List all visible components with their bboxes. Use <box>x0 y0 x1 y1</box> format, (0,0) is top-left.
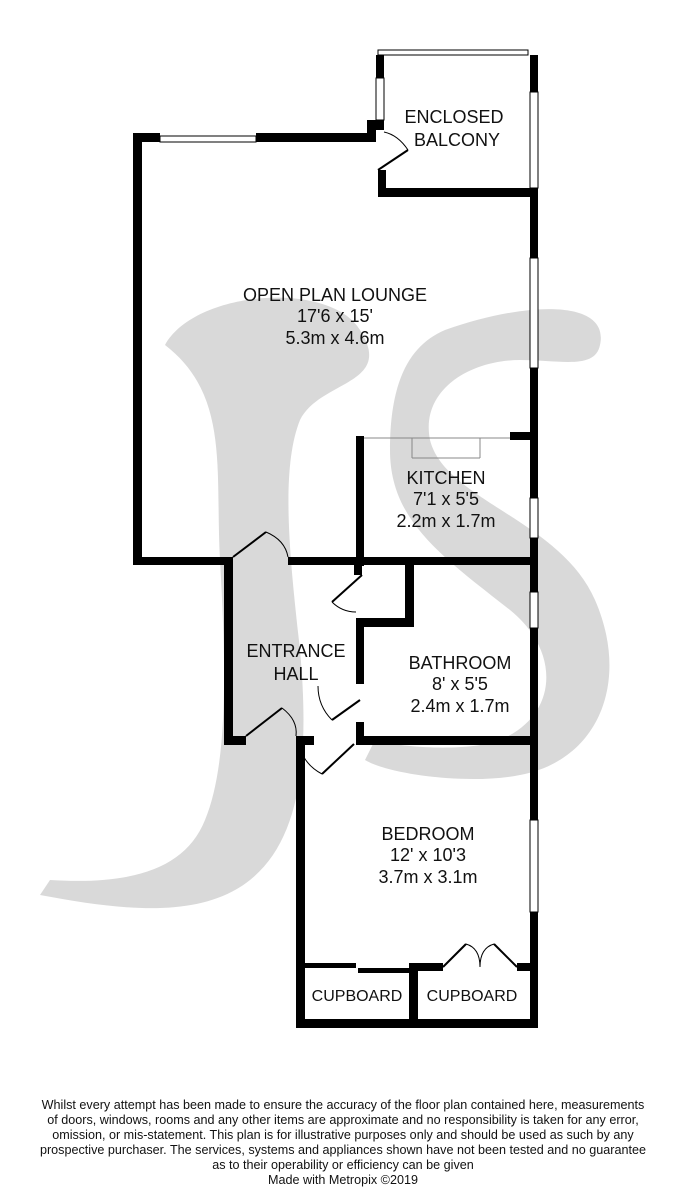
cupboard-divider <box>409 963 418 1023</box>
lounge-wall-top-left <box>133 133 160 142</box>
cupboard-left-top-b <box>358 968 410 973</box>
bedroom-wall-bottom <box>296 1019 538 1028</box>
disclaimer: Whilst every attempt has been made to en… <box>6 1098 680 1188</box>
hall-label-line1: ENTRANCE <box>246 641 345 661</box>
floor-plan: ENCLOSED BALCONY OPEN PLAN LOUNGE 17'6 x… <box>40 49 610 1028</box>
wall-right-1 <box>530 188 538 258</box>
hall-label-line2: HALL <box>273 664 318 684</box>
lounge-name: OPEN PLAN LOUNGE <box>243 285 427 305</box>
bathroom-name: BATHROOM <box>409 653 512 673</box>
cupboard-right-top-left <box>409 963 443 971</box>
bathroom-nib-vertical <box>405 565 414 627</box>
bathroom-wall-left-lower <box>356 722 364 744</box>
disclaimer-line: of doors, windows, rooms and any other i… <box>47 1113 639 1127</box>
kitchen-window-right <box>529 497 539 539</box>
lounge-wall-top-right <box>256 133 376 142</box>
walls <box>133 55 538 1028</box>
doors <box>232 131 518 968</box>
balcony-label-line2: BALCONY <box>414 130 500 150</box>
balcony-door-jamb <box>378 170 386 197</box>
made-with-credit: Made with Metropix ©2019 <box>268 1173 418 1187</box>
bedroom-door <box>299 743 355 775</box>
lounge-wall-left <box>133 133 142 565</box>
balcony-wall-right-top <box>530 55 538 92</box>
kitchen-units <box>364 437 510 459</box>
balcony-wall-bottom <box>378 188 538 197</box>
kitchen-metric: 2.2m x 1.7m <box>396 511 495 531</box>
cupboard-left-top-a <box>304 963 356 968</box>
balcony-wall-ledge <box>367 120 383 129</box>
disclaimer-line: as to their operability or efficiency ca… <box>212 1158 474 1172</box>
bathroom-imperial: 8' x 5'5 <box>432 674 488 694</box>
kitchen-name: KITCHEN <box>406 468 485 488</box>
bedroom-wall-left <box>296 736 305 1028</box>
bedroom-name: BEDROOM <box>381 824 474 844</box>
front-door <box>245 707 297 737</box>
bathroom-wall-bottom <box>356 736 538 745</box>
kitchen-imperial: 7'1 x 5'5 <box>413 489 479 509</box>
balcony-label-line1: ENCLOSED <box>404 107 503 127</box>
hall-wall-left <box>224 557 233 745</box>
balcony-door <box>377 131 409 171</box>
lounge-corner <box>367 120 376 142</box>
bathroom-window-right <box>529 591 539 629</box>
bathroom-metric: 2.4m x 1.7m <box>410 696 509 716</box>
cupboard-double-door <box>442 943 518 968</box>
hall-cupboard-jamb <box>354 565 362 575</box>
wall-right-4 <box>530 628 538 820</box>
lounge-wall-bottom <box>133 557 233 565</box>
kitchen-wall-bottom <box>288 557 538 565</box>
disclaimer-line: Whilst every attempt has been made to en… <box>41 1098 645 1112</box>
bedroom-window-right <box>529 819 539 913</box>
cupboard-left-label: CUPBOARD <box>312 988 403 1005</box>
cupboard-right-label: CUPBOARD <box>427 988 518 1005</box>
bathroom-door <box>317 685 361 721</box>
balcony-window-right <box>529 91 539 189</box>
lounge-window-top <box>159 135 257 143</box>
cupboard-right-top-right <box>517 963 537 971</box>
balcony-window-left <box>375 77 385 121</box>
balcony-wall-left-bot <box>376 120 384 130</box>
hall-cupboard-door <box>331 574 363 613</box>
balcony-wall-left-top <box>376 55 384 78</box>
lounge-door <box>232 531 289 558</box>
bathroom-nib-horizontal <box>360 618 414 627</box>
lounge-metric: 5.3m x 4.6m <box>285 328 384 348</box>
lounge-imperial: 17'6 x 15' <box>297 306 373 326</box>
bedroom-imperial: 12' x 10'3 <box>390 845 466 865</box>
balcony-window-top <box>377 49 529 56</box>
kitchen-wall-left <box>356 436 364 566</box>
bedroom-metric: 3.7m x 3.1m <box>378 867 477 887</box>
lounge-window-right <box>529 257 539 369</box>
disclaimer-line: omission, or mis-statement. This plan is… <box>52 1128 634 1142</box>
hall-wall-bottom-left <box>224 736 246 745</box>
js-watermark-logo <box>40 297 610 909</box>
disclaimer-line: prospective purchaser. The services, sys… <box>39 1143 647 1157</box>
bathroom-wall-left <box>356 618 364 684</box>
kitchen-wall-top-stub <box>510 432 536 440</box>
